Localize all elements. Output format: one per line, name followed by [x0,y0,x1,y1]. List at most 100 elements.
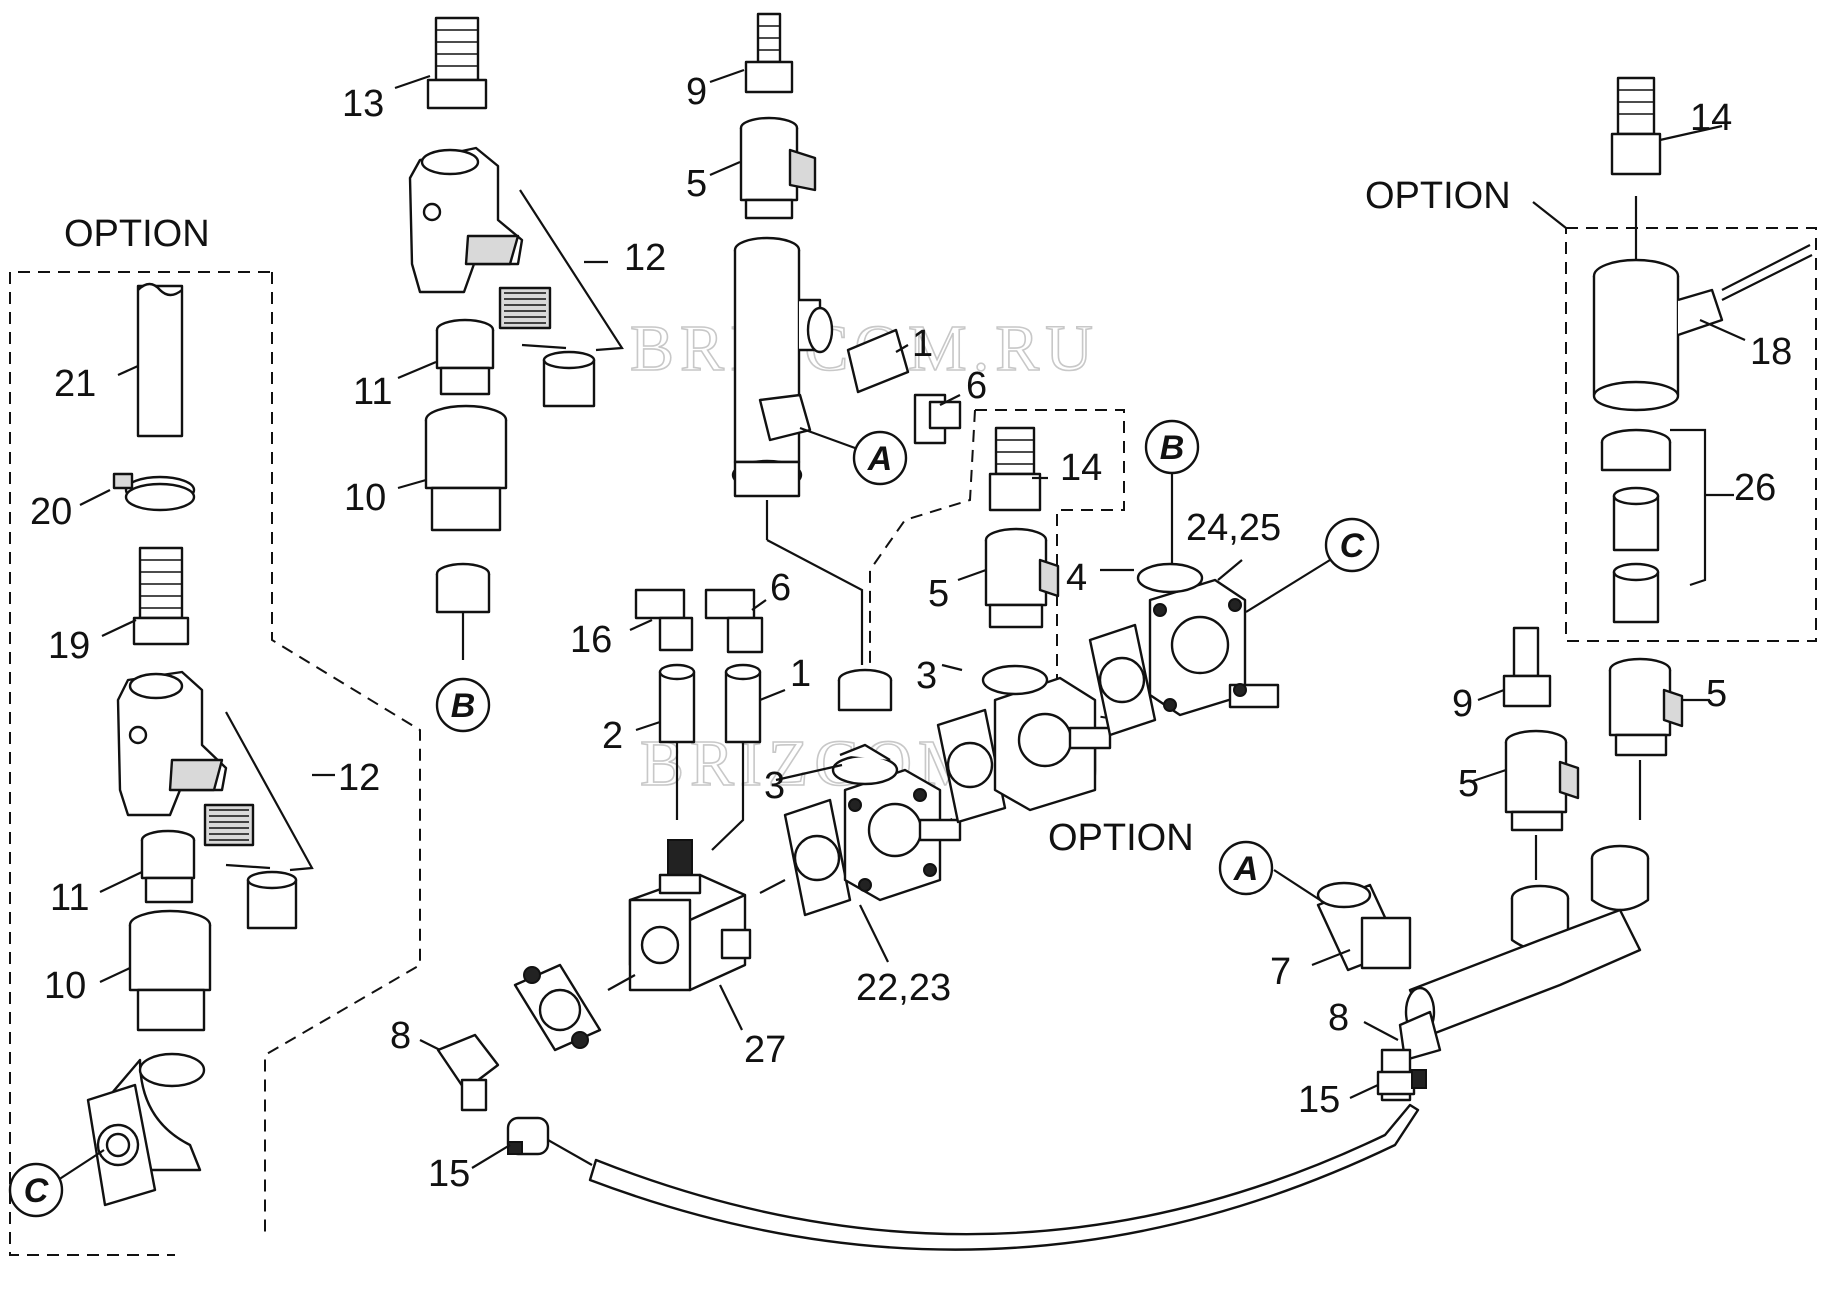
svg-text:C: C [1340,527,1365,565]
option-box-left-right-edge [264,272,421,1235]
label-5-right-b: 5 [1706,673,1727,715]
connector-a-top: A [799,426,908,486]
manifold-right [1404,844,1650,1038]
label-3-mid: 3 [916,655,937,697]
label-10-top: 10 [344,477,386,519]
union-10-left [128,909,212,1032]
label-1-top: 1 [912,323,933,365]
elbow-6-top [913,393,962,445]
nut-center [837,668,893,712]
label-26: 26 [1734,467,1776,509]
label-15-right: 15 [1298,1079,1340,1121]
union-7 [1316,881,1412,972]
connector-b-left: B [435,677,491,733]
bracket-12-top [519,189,624,352]
option-label-middle: OPTION [1048,817,1194,859]
label-12-top: 12 [624,237,666,279]
label-24-25: 24,25 [1186,507,1281,549]
label-2: 2 [602,715,623,757]
label-14-mid: 14 [1060,447,1102,489]
label-6-mid: 6 [770,567,791,609]
leader-flange-27 [607,974,636,991]
plug-b [435,562,491,660]
svg-text:A: A [867,440,893,478]
label-9-top: 9 [686,71,707,113]
connector-b-top: B [1144,419,1200,475]
fitting-set-26 [1600,428,1672,624]
check-valve-1-mid [724,663,762,744]
ball-valve-5-right-b [1608,657,1684,757]
label-21: 21 [54,363,96,405]
valve-22-23 [783,743,962,917]
label-18: 18 [1750,331,1792,373]
label-14-right: 14 [1690,97,1732,139]
label-9-right: 9 [1452,683,1473,725]
connector-c-left: C [8,1162,64,1218]
option-box-middle-left [869,409,976,680]
hose-tail-14-right [1610,76,1662,176]
hose-clamp-15-right [1376,1069,1427,1096]
hose-tail-14-mid [988,426,1042,512]
option-label-right: OPTION [1365,175,1511,217]
check-valve-2 [658,663,696,744]
label-20: 20 [30,491,72,533]
bracket-26 [1670,428,1707,587]
valve-24-25 [1088,562,1280,737]
hose-bottom [588,1103,1420,1251]
leader-hose-15 [547,1139,593,1166]
label-4: 4 [1066,557,1087,599]
filter-body-12-left [116,670,228,817]
label-7: 7 [1270,951,1291,993]
filter-body-12-top [408,146,524,294]
label-19: 19 [48,625,90,667]
svg-text:A: A [1233,850,1259,888]
option-label-left: OPTION [64,213,210,255]
hose-clamp-15-left [506,1116,550,1156]
elbow-16 [634,588,694,652]
label-11-left: 11 [50,877,89,919]
leader-c-right [1245,559,1331,613]
svg-text:C: C [24,1172,49,1210]
label-3-low: 3 [764,765,785,807]
leader-a-union [1273,869,1321,901]
bracket-12-left [225,711,314,872]
nipple-11-top [435,318,495,396]
check-valve-1-top [846,328,910,394]
option-right-leader [1532,201,1567,229]
label-27: 27 [744,1029,786,1071]
hose-nipple-9-right [1502,626,1552,708]
ball-valve-5-top [739,116,817,220]
flange-plate [513,963,602,1052]
filter-screen-12-left [203,803,298,930]
hose-tail-13 [426,16,488,110]
nipple-11-left [140,829,196,904]
leader-1-down [711,742,745,851]
svg-text:B: B [451,687,476,725]
label-8-left: 8 [390,1015,411,1057]
option-box-left [9,271,270,1256]
tee-fitting-center [731,236,834,498]
pipe-21 [136,282,184,438]
elbow-flange-left [86,1052,206,1207]
svg-text:B: B [1160,429,1185,467]
label-16: 16 [570,619,612,661]
label-leaders [79,68,1746,1169]
label-22-23: 22,23 [856,967,951,1009]
label-10-left: 10 [44,965,86,1007]
label-5-top: 5 [686,163,707,205]
ball-valve-5-right-a [1504,729,1580,832]
label-6-top: 6 [966,365,987,407]
label-1-mid: 1 [790,653,811,695]
union-10-top [424,404,508,532]
label-13: 13 [342,83,384,125]
ball-valve-5-mid [984,527,1060,629]
option-box-right [1565,227,1817,642]
sensor-18 [1592,244,1813,412]
label-15-left: 15 [428,1153,470,1195]
connector-a-right: A [1218,840,1274,896]
filter-screen-12-top [498,286,596,408]
leader-27-valve [759,879,786,894]
label-5-right-a: 5 [1458,763,1479,805]
elbow-6-mid [704,588,764,654]
